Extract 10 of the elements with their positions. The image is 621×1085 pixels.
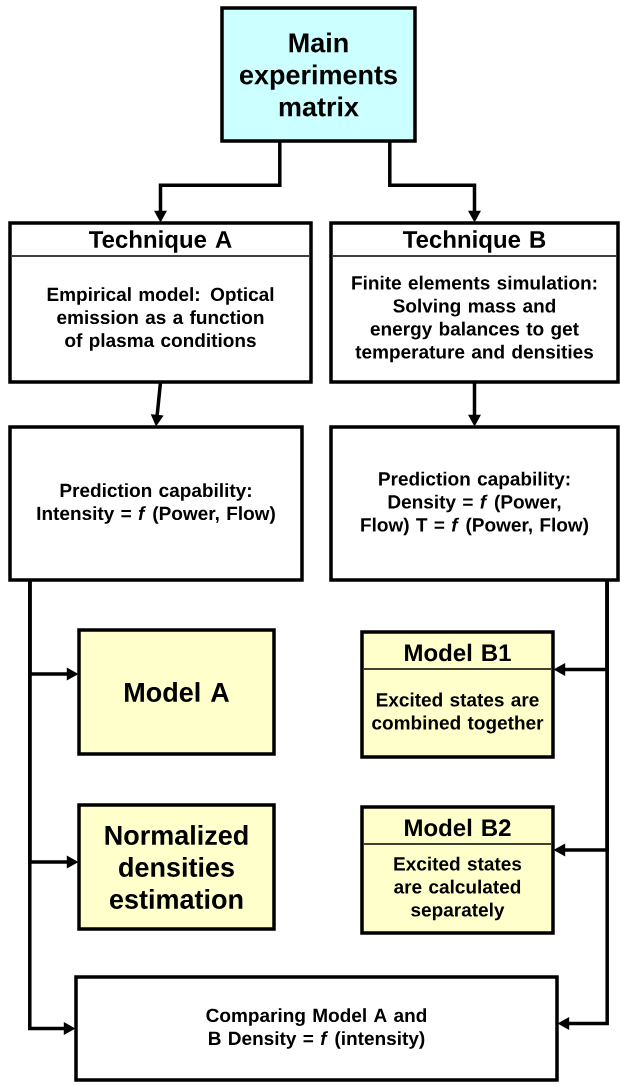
start-box: Main experiments matrix bbox=[220, 6, 417, 143]
model-box: Model B1 Excited states are combined together bbox=[360, 630, 555, 759]
process-box: Comparing Model A and B Density = f (intensity) bbox=[74, 975, 559, 1082]
process-box: Prediction capability: Intensity = f (Power, Flow) bbox=[8, 425, 304, 582]
process-box: Technique B Finite elements simulation: Solving mass and energy balances to get temperature and densities bbox=[329, 221, 620, 384]
process-box: Technique A Empirical model: Optical emission as a function of plasma conditions bbox=[8, 221, 313, 384]
model-box: Model B2 Excited states are calculated separately bbox=[360, 805, 555, 935]
model-box: Model A bbox=[77, 628, 276, 756]
model-box: Normalized densities estimation bbox=[77, 803, 276, 931]
process-box: Prediction capability: Density = f (Power, Flow) T = f (Power, Flow) bbox=[329, 425, 620, 582]
